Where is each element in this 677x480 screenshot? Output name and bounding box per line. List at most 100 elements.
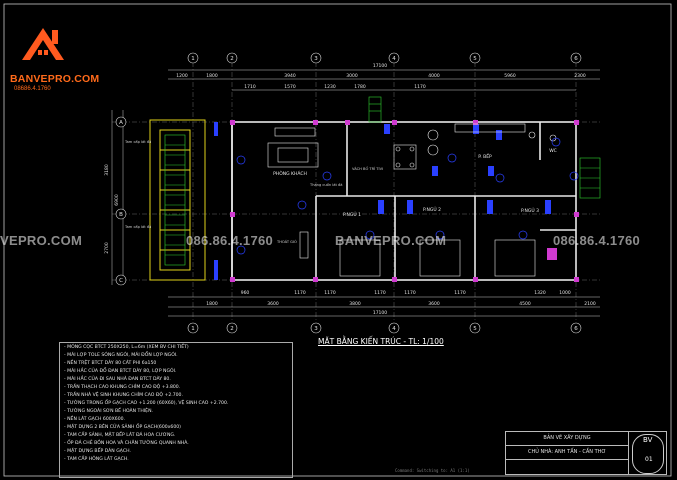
svg-text:5: 5 [473, 326, 477, 332]
svg-text:1170: 1170 [374, 290, 386, 296]
svg-text:17100: 17100 [373, 63, 387, 69]
svg-text:A: A [119, 120, 123, 126]
title-block: BẢN VẼ XÂY DỰNG CHỦ NHÀ: ANH TẤN - CẦN T… [505, 431, 667, 475]
walls [231, 121, 577, 281]
note-line: - TƯỜNG TRONG ỐP GẠCH CAO +1.200 (60X60)… [64, 401, 229, 406]
svg-text:4000: 4000 [428, 73, 440, 79]
svg-text:1800: 1800 [206, 301, 218, 307]
svg-text:P.NGỦ 3: P.NGỦ 3 [521, 206, 539, 214]
svg-text:3600: 3600 [267, 301, 279, 307]
annotations: Tam cấp lát đá Tam cấp lát đá VÁCH BỐ TR… [124, 140, 383, 244]
svg-text:3600: 3600 [428, 301, 440, 307]
plan-title: MẶT BẰNG KIẾN TRÚC - TL: 1/100 [318, 337, 444, 346]
command-line[interactable]: Command: Switching to: A1 (1:1) [395, 468, 470, 473]
sheet-number: 01 [645, 456, 653, 463]
porch-yellow [149, 119, 206, 281]
side-dimension-text: 3180 2700 6900 [104, 164, 120, 254]
note-line: - TƯỜNG NGOÀI SƠN BỀ HOÀN THIỆN. [64, 409, 153, 414]
svg-text:B: B [119, 212, 123, 218]
note-line: - MÁI LỢP TOLE SÓNG NGÓI, MÁI ĐỔN LỢP NG… [64, 353, 178, 358]
sheet-badge [632, 434, 664, 474]
furniture [267, 123, 557, 277]
svg-text:1710: 1710 [244, 84, 256, 90]
note-line: - TRẦN THẠCH CAO KHUNG CHÌM CAO ĐỘ +3.80… [64, 385, 181, 390]
watermark-phone: 086.86.4.1760 [186, 233, 274, 248]
svg-text:P.NGỦ 2: P.NGỦ 2 [423, 205, 441, 213]
svg-text:2: 2 [230, 326, 234, 332]
stairs-green [164, 96, 601, 266]
svg-text:VÁCH BỐ TRÍ TIVI: VÁCH BỐ TRÍ TIVI [352, 166, 383, 171]
svg-text:2700: 2700 [104, 242, 110, 254]
door-marks [236, 137, 579, 255]
note-line: - MẶT DỰNG BẾP DÁN GẠCH. [64, 449, 131, 454]
note-line: - MÁI HẮC CỦA ĐỔ ĐAN BTCT DÀY 80, LỢP NG… [64, 369, 177, 374]
svg-text:Thang cuốn lát đá: Thang cuốn lát đá [309, 183, 342, 187]
svg-text:1: 1 [191, 56, 195, 62]
sheet-code: BV [643, 436, 653, 444]
svg-text:6: 6 [574, 56, 578, 62]
svg-text:1780: 1780 [354, 84, 366, 90]
title-block-divider [628, 432, 629, 474]
watermark-right-phone: 086.86.4.1760 [553, 233, 641, 248]
svg-text:1170: 1170 [454, 290, 466, 296]
svg-text:2300: 2300 [574, 73, 586, 79]
svg-text:1000: 1000 [559, 290, 571, 296]
dimension-text: 17100 17100 1200 1800 3940 3000 4000 596… [176, 63, 596, 316]
svg-text:4500: 4500 [519, 301, 531, 307]
svg-text:3000: 3000 [346, 73, 358, 79]
svg-text:PHÒNG KHÁCH: PHÒNG KHÁCH [273, 170, 307, 177]
windows-blue [214, 122, 551, 280]
note-line: - MÓNG CỌC BTCT 250X250, L=6m (XEM BV CH… [64, 345, 189, 350]
axis-bubbles [115, 52, 582, 334]
svg-text:C: C [119, 278, 123, 284]
dimension-lines [111, 69, 600, 317]
svg-text:1200: 1200 [176, 73, 188, 79]
svg-text:P.NGỦ 1: P.NGỦ 1 [343, 210, 361, 218]
svg-text:1170: 1170 [404, 290, 416, 296]
note-line: - TAM CẤP SẢNH, MẶT BẾP LÁT ĐÁ HOA CƯƠNG… [64, 433, 176, 438]
svg-text:P. BẾP: P. BẾP [478, 152, 492, 160]
title-block-owner: CHỦ NHÀ: ANH TẤN - CẦN THƠ [506, 446, 628, 460]
room-labels: PHÒNG KHÁCH P.NGỦ 1 P.NGỦ 2 P.NGỦ 3 P. B… [273, 148, 557, 218]
logo-phone: 08686.4.1760 [14, 86, 51, 92]
note-line: - TAM CẤP HÔNG LÁT GẠCH. [64, 457, 129, 462]
svg-text:4: 4 [392, 56, 396, 62]
logo-house-icon [22, 28, 64, 60]
svg-text:5960: 5960 [504, 73, 516, 79]
svg-text:1320: 1320 [534, 290, 546, 296]
svg-text:1800: 1800 [206, 73, 218, 79]
svg-text:6: 6 [574, 326, 578, 332]
note-line: - NỀN LÁT GẠCH 600X600. [64, 417, 126, 422]
svg-text:2100: 2100 [584, 301, 596, 307]
logo-name: BANVEPRO.COM [10, 73, 100, 85]
svg-text:1230: 1230 [324, 84, 336, 90]
axis-labels: 1 2 3 4 5 6 1 2 3 4 5 6 A B C [119, 56, 578, 332]
svg-text:WC: WC [549, 148, 557, 154]
title-block-project: BẢN VẼ XÂY DỰNG [506, 432, 628, 446]
svg-text:1570: 1570 [284, 84, 296, 90]
note-line: - MẶT DỰNG 2 BÊN CỬA SẢNH ỐP GẠCH(600x60… [64, 425, 181, 430]
svg-text:1170: 1170 [294, 290, 306, 296]
note-line: - MÁI HẮC CỦA ĐI SAU NHÀ ĐAN BTCT DÀY 80… [64, 377, 171, 382]
svg-text:1170: 1170 [324, 290, 336, 296]
svg-text:17100: 17100 [373, 310, 387, 316]
drawing-frame [3, 3, 672, 477]
svg-text:3: 3 [314, 326, 318, 332]
watermark-left: VEPRO.COM [0, 233, 83, 248]
svg-text:960: 960 [241, 290, 250, 296]
svg-text:Tam cấp lát đá: Tam cấp lát đá [124, 140, 151, 144]
svg-text:4: 4 [392, 326, 396, 332]
svg-text:2: 2 [230, 56, 234, 62]
notes-panel: - MÓNG CỌC BTCT 250X250, L=6m (XEM BV CH… [59, 342, 293, 478]
svg-text:6900: 6900 [114, 194, 120, 206]
svg-text:THOÁT GIÓ: THOÁT GIÓ [276, 239, 297, 244]
columns-magenta [230, 120, 579, 282]
note-line: - ỐP ĐÁ CHẺ BỒN HOA VÀ CHÂN TƯỜNG QUANH … [64, 441, 189, 446]
svg-text:3: 3 [314, 56, 318, 62]
note-line: - NỀN TRỆT BTCT DÀY 80 CÁT PHI 6a150 [64, 361, 157, 366]
svg-text:5: 5 [473, 56, 477, 62]
svg-text:3800: 3800 [349, 301, 361, 307]
watermark-center: BANVEPRO.COM [335, 233, 447, 248]
svg-text:3940: 3940 [284, 73, 296, 79]
